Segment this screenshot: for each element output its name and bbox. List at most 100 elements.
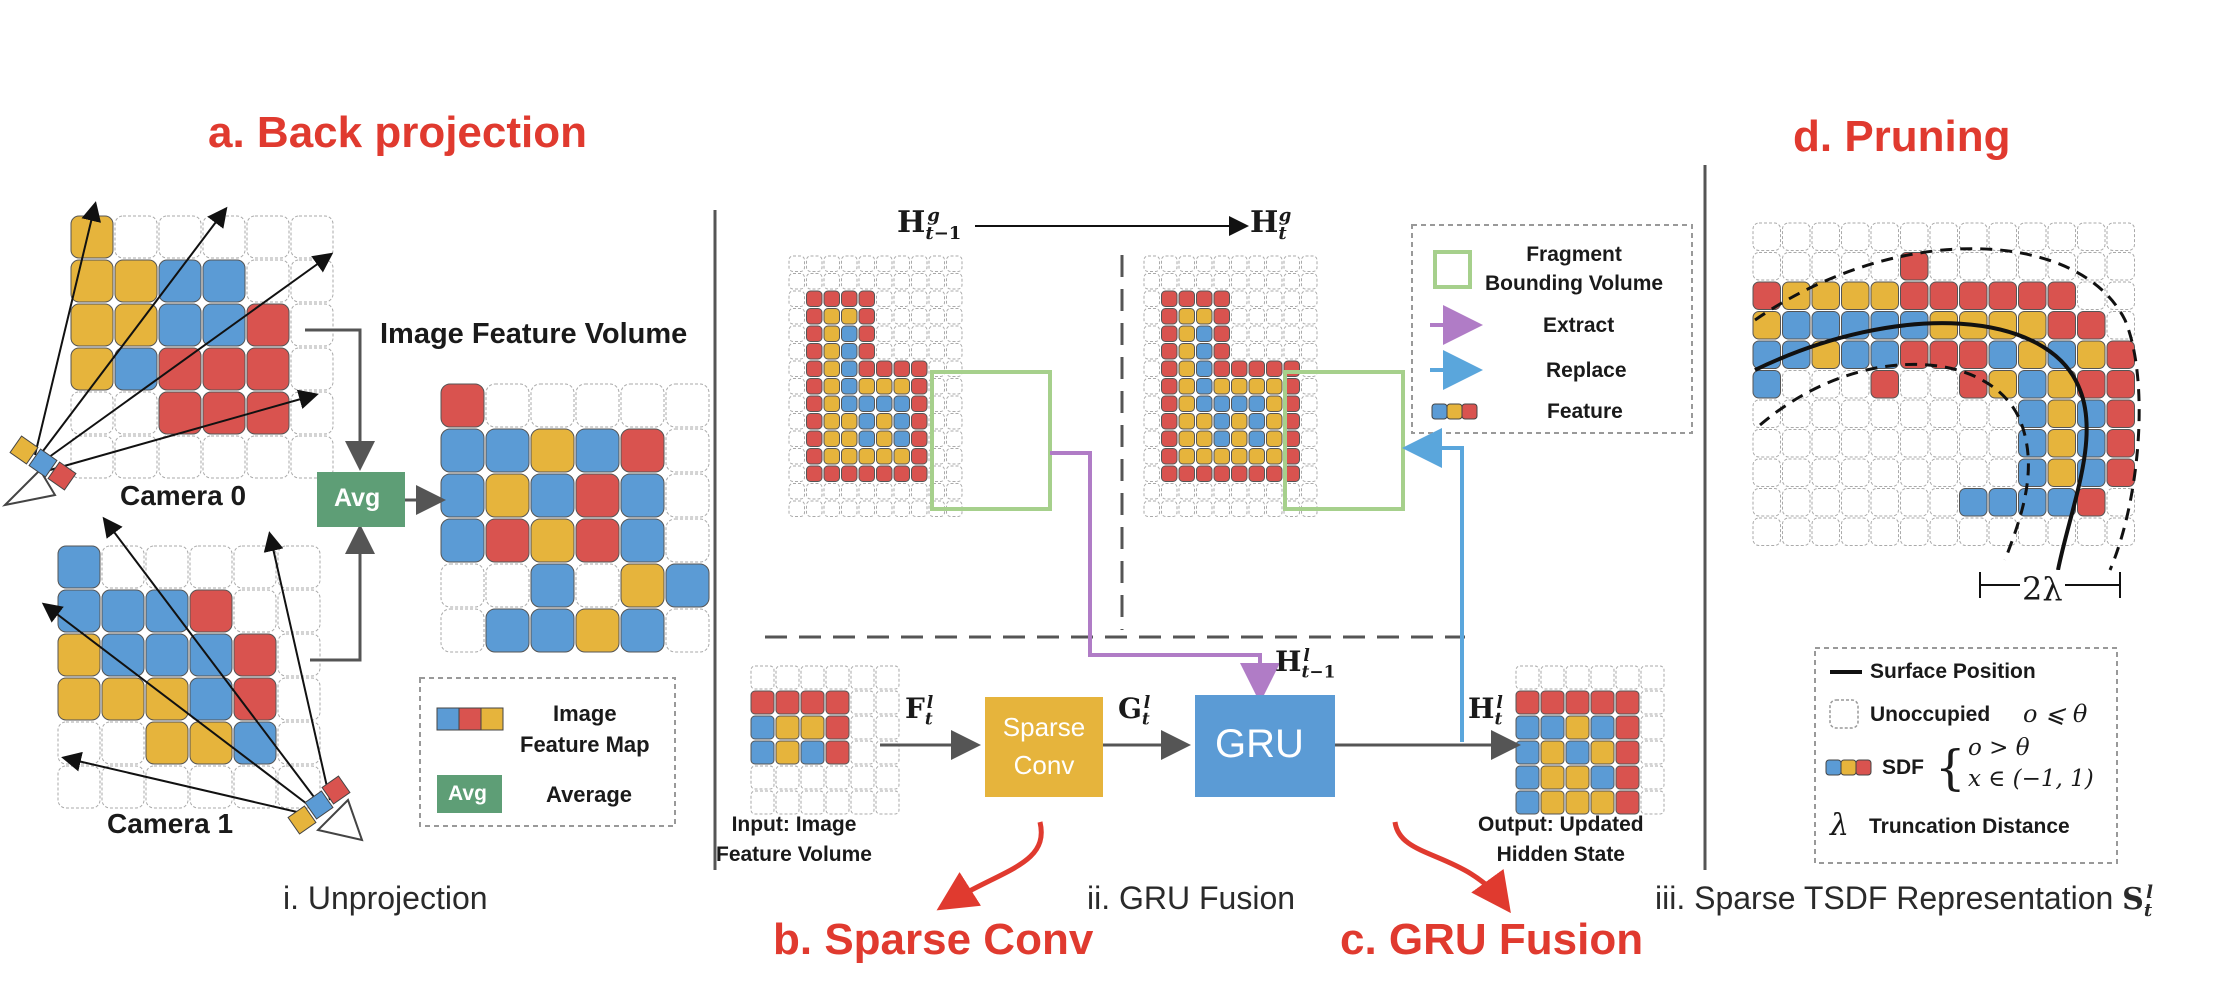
voxel-feature	[620, 518, 665, 563]
voxel-empty	[1841, 222, 1870, 251]
voxel-feature	[2106, 429, 2135, 458]
voxel-feature	[1213, 465, 1230, 482]
voxel-empty	[1143, 483, 1160, 500]
gru-fusion-pointer	[1392, 821, 1511, 914]
voxel-empty	[189, 765, 233, 809]
voxel-feature	[841, 360, 858, 377]
voxel-feature	[575, 473, 620, 518]
legend-sdf-swatch	[1825, 759, 1872, 776]
voxel-feature	[823, 413, 840, 430]
voxel-feature	[2047, 281, 2076, 310]
voxel-empty	[114, 215, 158, 259]
voxel-empty	[1301, 343, 1318, 360]
voxel-feature	[1615, 740, 1640, 765]
voxel-empty	[788, 483, 805, 500]
voxel-empty	[850, 765, 875, 790]
voxel-feature	[145, 589, 189, 633]
voxel-empty	[1248, 343, 1265, 360]
voxel-empty	[1782, 458, 1811, 487]
voxel-empty	[485, 563, 530, 608]
voxel-feature	[841, 413, 858, 430]
voxel-empty	[1900, 399, 1929, 428]
voxel-feature	[530, 518, 575, 563]
voxel-feature	[57, 589, 101, 633]
legend-feature-swatch	[1431, 403, 1478, 420]
voxel-empty	[876, 325, 893, 342]
voxel-feature	[1266, 395, 1283, 412]
voxel-feature	[1266, 448, 1283, 465]
voxel-empty	[1959, 517, 1988, 546]
voxel-feature	[775, 740, 800, 765]
voxel-feature	[202, 347, 246, 391]
voxel-empty	[876, 500, 893, 517]
voxel-feature	[1515, 740, 1540, 765]
voxel-feature	[665, 563, 710, 608]
truncation-outer	[1754, 247, 2141, 571]
voxel-feature	[158, 303, 202, 347]
voxel-feature	[806, 360, 823, 377]
voxel-feature	[1248, 360, 1265, 377]
voxel-feature	[2047, 340, 2076, 369]
legend-sdf: SDF	[1882, 756, 1924, 779]
voxel-feature	[1196, 413, 1213, 430]
voxel-empty	[1301, 448, 1318, 465]
voxel-empty	[2106, 281, 2135, 310]
voxel-empty	[1161, 255, 1178, 272]
voxel-feature	[57, 633, 101, 677]
voxel-feature	[1213, 413, 1230, 430]
voxel-feature	[800, 690, 825, 715]
voxel-feature	[2047, 399, 2076, 428]
voxel-feature	[1870, 340, 1899, 369]
voxel-feature	[1590, 715, 1615, 740]
voxel-empty	[1283, 325, 1300, 342]
voxel-empty	[893, 273, 910, 290]
legend-replace: Replace	[1546, 359, 1627, 382]
voxel-feature	[893, 465, 910, 482]
voxel-empty	[775, 790, 800, 815]
voxel-feature	[158, 347, 202, 391]
gru-box	[1195, 695, 1335, 797]
voxel-feature	[1161, 360, 1178, 377]
voxel-feature	[1565, 790, 1590, 815]
voxel-empty	[1143, 273, 1160, 290]
voxel-empty	[158, 435, 202, 479]
voxel-feature	[2077, 429, 2106, 458]
voxel-empty	[290, 435, 334, 479]
voxel-feature	[1565, 740, 1590, 765]
voxel-empty	[1959, 429, 1988, 458]
voxel-empty	[665, 473, 710, 518]
voxel-empty	[928, 343, 945, 360]
voxel-feature	[1231, 378, 1248, 395]
image-feature-volume-label: Image Feature Volume	[380, 318, 688, 350]
voxel-feature	[2106, 340, 2135, 369]
voxel-feature	[1213, 360, 1230, 377]
voxel-feature	[1231, 448, 1248, 465]
voxel-empty	[946, 413, 963, 430]
voxel-feature	[825, 740, 850, 765]
voxel-feature	[1213, 430, 1230, 447]
voxel-feature	[823, 325, 840, 342]
voxel-feature	[823, 360, 840, 377]
voxel-empty	[1988, 222, 2017, 251]
voxel-feature	[841, 290, 858, 307]
voxel-empty	[233, 545, 277, 589]
voxel-feature	[485, 428, 530, 473]
voxel-feature	[1615, 715, 1640, 740]
voxel-feature	[806, 325, 823, 342]
caption-gru-fusion: ii. GRU Fusion	[1087, 880, 1296, 916]
caption-sparse-tsdf: iii. Sparse TSDF Representation Stl	[1655, 880, 2154, 921]
voxel-feature	[841, 395, 858, 412]
voxel-empty	[1870, 222, 1899, 251]
voxel-feature	[750, 715, 775, 740]
voxel-empty	[858, 273, 875, 290]
voxel-empty	[1178, 273, 1195, 290]
voxel-empty	[1231, 273, 1248, 290]
voxel-empty	[825, 765, 850, 790]
voxel-empty	[1640, 690, 1665, 715]
voxel-feature	[911, 360, 928, 377]
voxel-empty	[1161, 273, 1178, 290]
voxel-feature	[841, 325, 858, 342]
voxel-empty	[2047, 222, 2076, 251]
voxel-empty	[1752, 399, 1781, 428]
voxel-empty	[928, 360, 945, 377]
